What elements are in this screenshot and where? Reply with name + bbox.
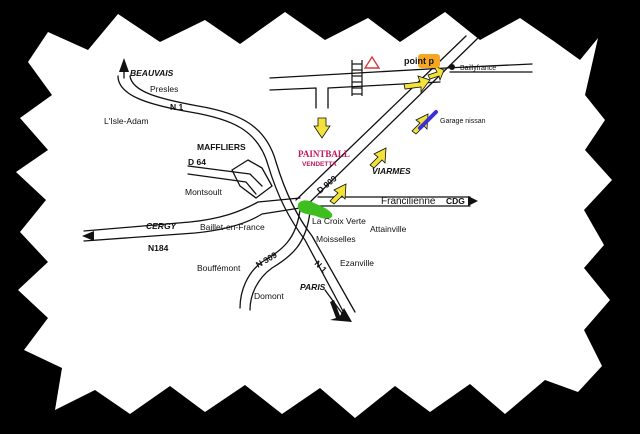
- road-top-north-edge: [269, 63, 533, 79]
- label-domont: Domont: [254, 291, 284, 301]
- label-la-croix-verte: La Croix Verte: [312, 216, 366, 226]
- paintball-vendetta-logo: PAINTBALL VENDETTA: [298, 149, 350, 168]
- label-n1-north: N 1: [170, 102, 184, 112]
- arrow-d909-1: [411, 113, 429, 135]
- label-paris: PARIS: [300, 282, 326, 292]
- road-top-south-edge-2: [327, 81, 441, 109]
- railway-crossing: [351, 60, 363, 96]
- label-viarmes: VIARMES: [372, 166, 411, 176]
- destination-marker: [297, 200, 333, 219]
- label-maffliers: MAFFLIERS: [197, 142, 246, 152]
- road-montsoult-loop: [231, 159, 273, 199]
- label-francilienne: Francilienne: [381, 196, 436, 207]
- label-point-p: point p: [404, 56, 434, 66]
- logo-line1: PAINTBALL: [298, 149, 350, 159]
- label-lisle-adam: L'Isle-Adam: [104, 116, 149, 126]
- arrow-top-road-1: [403, 75, 431, 94]
- road-n184-south-edge: [83, 207, 301, 242]
- road-d64-edge: [187, 173, 257, 195]
- label-ezanville: Ezanville: [340, 258, 374, 268]
- beauvais-arrow: [119, 58, 129, 72]
- label-n184: N184: [148, 243, 169, 253]
- road-n309-west-edge: [239, 209, 301, 309]
- label-baillyfrance: Baillyfrance: [460, 65, 496, 72]
- route-arrows: [313, 65, 445, 205]
- paris-arrow: [330, 300, 352, 322]
- label-montsoult: Montsoult: [185, 187, 222, 197]
- arrow-d909-3: [329, 183, 347, 205]
- arrow-d909-2: [369, 147, 387, 169]
- label-d64: D 64: [188, 157, 206, 167]
- label-baillet: Baillet-en-France: [200, 222, 265, 232]
- road-n184-north-edge: [83, 197, 301, 232]
- francilienne-arrow: [468, 196, 478, 206]
- label-attainville: Attainville: [370, 224, 407, 234]
- label-presles: Presles: [150, 84, 178, 94]
- label-moisselles: Moisselles: [316, 234, 356, 244]
- label-garage: Garage nissan: [440, 118, 486, 125]
- logo-line2: VENDETTA: [302, 161, 337, 168]
- arrow-parking-down: [313, 117, 331, 139]
- warning-triangle-icon: [363, 55, 381, 69]
- cergy-arrow: [82, 231, 94, 241]
- label-beauvais: BEAUVAIS: [130, 68, 174, 78]
- road-n1-west-edge: [117, 75, 346, 316]
- road-n309-east-edge: [249, 211, 311, 311]
- label-bouffemont: Bouffémont: [197, 263, 241, 273]
- point-p-dot: [449, 64, 455, 70]
- label-cergy: CERGY: [146, 221, 178, 231]
- garage-marker: [418, 110, 438, 130]
- point-p-badge: [418, 54, 440, 68]
- road-d64: [187, 165, 263, 187]
- label-cdg: CDG: [446, 196, 465, 206]
- road-top-south-edge: [269, 87, 317, 109]
